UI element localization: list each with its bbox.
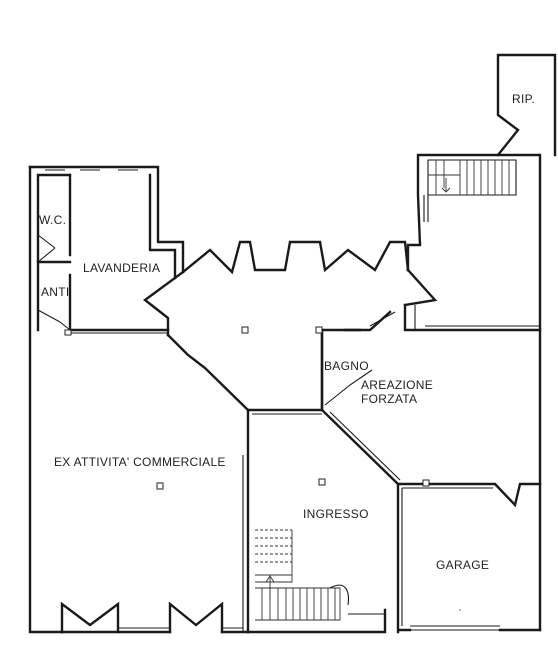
commercial-marker <box>156 482 164 490</box>
ingresso-marker <box>318 478 326 486</box>
lavanderia-marker <box>64 329 72 336</box>
left-rooms <box>36 169 250 634</box>
ingresso-diagonal-inner <box>329 411 401 481</box>
label-ex-attivita: EX ATTIVITA' COMMERCIALE <box>54 455 226 469</box>
east-wall <box>406 153 542 632</box>
hall-east-diagonal <box>403 268 438 307</box>
label-areazione-1: AREAZIONE <box>361 378 433 392</box>
outer-walls <box>28 53 557 634</box>
label-garage: GARAGE <box>436 558 489 572</box>
left-outer-wall <box>28 165 185 274</box>
upper-right-window <box>423 195 429 222</box>
lavanderia-east-wall <box>148 173 177 280</box>
garage-marker <box>422 479 430 487</box>
upper-stair <box>427 159 517 196</box>
ingresso-garage-walls <box>246 408 542 634</box>
hall-marker <box>241 326 249 334</box>
ingresso-stair <box>255 529 349 621</box>
label-bagno: BAGNO <box>324 359 369 373</box>
label-wc: W.C. <box>39 213 66 227</box>
anti-door <box>37 309 71 331</box>
label-lavanderia: LAVANDERIA <box>83 261 160 275</box>
areazione-north-inner <box>369 311 396 327</box>
rip-room-wall <box>496 53 557 157</box>
hall-southwest <box>166 333 250 412</box>
storefront-door-1 <box>60 601 120 634</box>
label-ingresso: INGRESSO <box>303 507 369 521</box>
hall-west-diagonal <box>143 270 185 337</box>
wc-door <box>37 234 56 263</box>
storefront-door-2 <box>168 601 224 634</box>
bagno-door <box>324 369 373 406</box>
ingresso-entrance-sill <box>345 613 386 633</box>
wc-column-wall <box>36 173 72 332</box>
upper-right-area <box>403 159 542 332</box>
storefront-openings <box>60 601 243 634</box>
markers <box>64 326 461 611</box>
hall-post-marker <box>315 326 323 334</box>
speck <box>459 609 461 611</box>
label-anti: ANTI <box>41 285 70 299</box>
ingresso-diagonal-wall <box>320 408 400 486</box>
bagno-areazione-walls <box>320 311 396 412</box>
garage-north-wall <box>396 482 542 508</box>
upper-right-south-wall <box>403 303 542 332</box>
south-wall-center <box>246 608 387 634</box>
hall-north-zigzag <box>181 240 410 275</box>
west-wall <box>28 165 64 634</box>
label-areazione-2: FORZATA <box>361 392 417 406</box>
garage-door-sill <box>410 625 500 631</box>
room-labels: RIP. W.C. LAVANDERIA ANTI BAGNO AREAZION… <box>39 92 535 572</box>
label-rip: RIP. <box>512 92 535 106</box>
